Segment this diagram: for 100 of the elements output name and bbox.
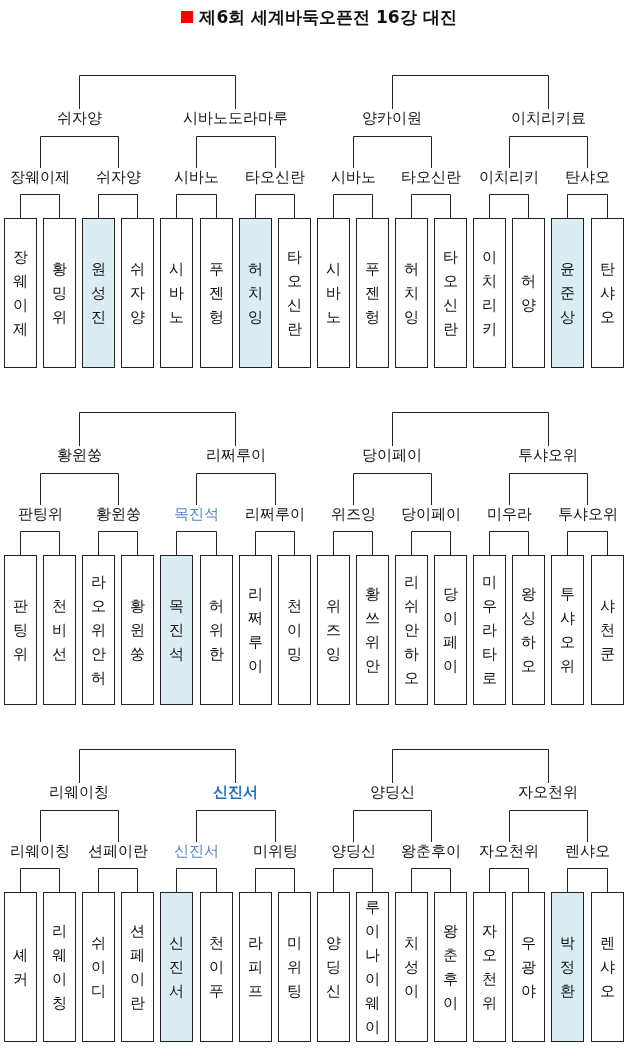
bracket-line — [98, 868, 138, 893]
player-box: 황쓰위안 — [356, 555, 389, 705]
player-name: 당이페이 — [362, 446, 422, 464]
player-box: 우광야 — [512, 892, 545, 1042]
bracket-line — [98, 194, 138, 219]
bracket-line — [567, 194, 608, 219]
player-box: 투샤오위 — [551, 555, 584, 705]
player-box: 샤천쿤 — [591, 555, 624, 705]
player-name: 미우라 — [486, 505, 532, 523]
player-name: 자오천위 — [518, 783, 579, 801]
player-name: 리쩌루이 — [245, 505, 305, 523]
player-name: 신진서 — [213, 783, 259, 801]
player-name: 장웨이제 — [10, 168, 70, 186]
player-name: 양딩신 — [369, 783, 415, 801]
player-box: 자오천위 — [473, 892, 506, 1042]
bracket-line — [98, 531, 138, 556]
player-box: 천비선 — [43, 555, 76, 705]
bracket-line — [567, 531, 608, 556]
bracket-line — [509, 136, 588, 169]
player-name: 목진석 — [174, 505, 219, 523]
player-box: 목진석 — [160, 555, 193, 705]
player-name: 이치리키 — [479, 168, 539, 186]
player-box: 리쉬안하오 — [395, 555, 428, 705]
player-box: 션페이란 — [121, 892, 154, 1042]
bracket-line — [20, 868, 60, 893]
player-name: 신진서 — [174, 842, 219, 860]
player-box: 미위팅 — [278, 892, 311, 1042]
bracket-line — [20, 194, 60, 219]
player-name: 리웨이칭 — [49, 783, 109, 801]
bracket-line — [353, 473, 432, 506]
player-name: 양딩신 — [330, 842, 376, 860]
bracket-line — [255, 531, 295, 556]
player-box: 푸젠헝 — [356, 218, 389, 368]
player-box: 라오위안허 — [82, 555, 115, 705]
player-box: 원성진 — [82, 218, 115, 368]
bracket-line — [333, 531, 373, 556]
bracket-line — [176, 194, 217, 219]
bracket-line — [176, 868, 217, 893]
player-box: 허양 — [512, 218, 545, 368]
player-box: 왕춘후이 — [434, 892, 467, 1042]
player-box: 판팅위 — [4, 555, 37, 705]
player-box: 쉬자양 — [121, 218, 154, 368]
player-name: 왕춘후이 — [401, 842, 461, 860]
player-name: 리쩌루이 — [205, 446, 266, 464]
player-name: 탄샤오 — [565, 168, 610, 186]
bracket-line — [79, 749, 236, 784]
player-name: 판팅위 — [17, 505, 63, 523]
player-name: 양카이원 — [362, 109, 422, 127]
bracket-line — [255, 194, 295, 219]
player-name: 시바노도라마루 — [183, 109, 289, 127]
player-name: 황윈쑹 — [56, 446, 102, 464]
bracket-line — [353, 136, 432, 169]
player-box: 허치잉 — [395, 218, 428, 368]
player-box: 양딩신 — [317, 892, 350, 1042]
player-name: 시바노 — [174, 168, 219, 186]
player-box: 당이페이 — [434, 555, 467, 705]
bracket-line — [333, 194, 373, 219]
bracket-line — [40, 473, 119, 506]
player-name: 당이페이 — [401, 505, 461, 523]
player-box: 황윈쑹 — [121, 555, 154, 705]
player-box: 시바노 — [317, 218, 350, 368]
player-name: 황윈쑹 — [95, 505, 141, 523]
player-box: 치성이 — [395, 892, 428, 1042]
player-box: 미우라타로 — [473, 555, 506, 705]
bracket-line — [79, 75, 236, 110]
player-box: 루이나이웨이 — [356, 892, 389, 1042]
player-box: 박정환 — [551, 892, 584, 1042]
player-box: 쉬이디 — [82, 892, 115, 1042]
bracket-line — [411, 531, 451, 556]
player-name: 미위팅 — [252, 842, 298, 860]
bracket-line — [353, 810, 432, 843]
player-name: 타오신란 — [245, 168, 305, 186]
bracket-line — [567, 868, 608, 893]
player-box: 허치잉 — [239, 218, 272, 368]
bracket-line — [392, 412, 549, 447]
player-box: 리웨이칭 — [43, 892, 76, 1042]
player-box: 리쩌루이 — [239, 555, 272, 705]
player-box: 허위한 — [200, 555, 233, 705]
player-box: 타오신란 — [434, 218, 467, 368]
player-box: 라피프 — [239, 892, 272, 1042]
bracket-line — [489, 868, 529, 893]
bracket-line — [255, 868, 295, 893]
bracket-line — [411, 868, 451, 893]
bracket-line — [79, 412, 236, 447]
player-name: 리웨이칭 — [10, 842, 70, 860]
player-box: 왕싱하오 — [512, 555, 545, 705]
player-box: 황밍위 — [43, 218, 76, 368]
bracket-line — [196, 473, 276, 506]
player-name: 쉬자양 — [56, 109, 102, 127]
bracket-line — [489, 194, 529, 219]
bracket-line — [196, 810, 276, 843]
bracket-line — [333, 868, 373, 893]
title: 제6회 세계바둑오픈전 16강 대진 — [199, 6, 457, 28]
bracket-line — [176, 531, 217, 556]
player-box: 천이푸 — [200, 892, 233, 1042]
player-box: 탄샤오 — [591, 218, 624, 368]
player-box: 이치리키 — [473, 218, 506, 368]
player-name: 쉬자양 — [95, 168, 141, 186]
player-name: 자오천위 — [479, 842, 539, 860]
bracket-line — [509, 810, 588, 843]
